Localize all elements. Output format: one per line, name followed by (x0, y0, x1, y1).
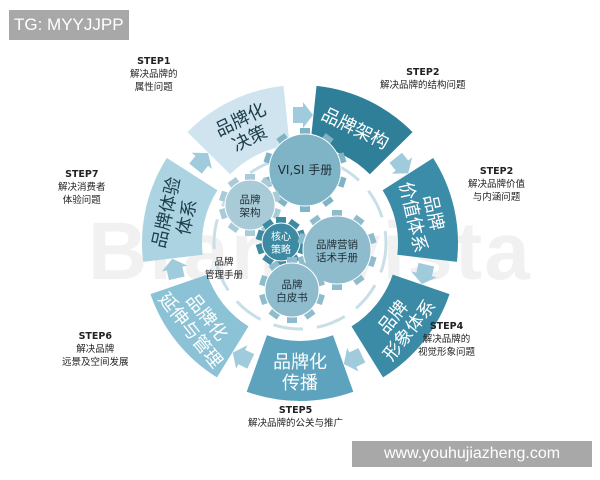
flow-arrow-icon (293, 102, 313, 128)
flow-arrow-icon (189, 152, 212, 174)
gear-label: 品牌 (240, 193, 261, 206)
segment-3 (382, 157, 458, 262)
flow-arrow-icon (343, 347, 366, 372)
gear-body (264, 262, 320, 318)
gear-label: 话术手册 (316, 251, 358, 264)
flow-arrow-icon (411, 262, 437, 285)
segment-title: 品牌化 (273, 352, 327, 373)
arrow-shape (161, 258, 188, 281)
gear-body (302, 215, 372, 285)
flow-arrow-icon (232, 345, 255, 369)
gear-1-icon: VI,SI 手册 (263, 128, 347, 212)
tg-badge: TG: MYYJJPP (9, 10, 129, 40)
segment-2 (310, 85, 413, 175)
url-badge: www.youhujiazheng.com (352, 441, 592, 467)
gear-tooth (276, 257, 286, 267)
gear-label: 核心 (271, 230, 291, 243)
gear-tooth (276, 217, 286, 227)
segment-subtitle: 传播 (282, 373, 318, 394)
flow-arrow-icon (389, 152, 413, 174)
gear-body (268, 133, 342, 207)
arrow-shape (232, 345, 255, 369)
gear-label: 架构 (240, 206, 261, 219)
gear-label: 品牌 (282, 278, 303, 291)
flow-arrow-icon (161, 258, 188, 281)
gear-tooth (245, 226, 255, 236)
gear-tooth (332, 280, 342, 290)
segment-5 (246, 335, 354, 401)
arrow-shape (411, 262, 437, 285)
arrow-shape (389, 152, 413, 174)
gear-tooth (300, 202, 310, 212)
brand-manual-label: 品牌管理手册 (205, 257, 244, 281)
gear-label: 品牌营销 (316, 238, 358, 251)
arrow-shape (293, 102, 313, 128)
gear-label: VI,SI 手册 (278, 163, 333, 177)
gear-label: 白皮书 (276, 291, 308, 304)
segment-6 (150, 274, 249, 378)
arrow-shape (189, 152, 212, 174)
gear-tooth (245, 174, 255, 184)
segment-4 (351, 274, 450, 378)
segment-7 (142, 157, 218, 262)
gear-tooth (287, 257, 297, 267)
gear-label: 策略 (271, 243, 291, 256)
arrow-shape (343, 347, 366, 372)
gear-tooth (332, 210, 342, 220)
gear-tooth (300, 128, 310, 138)
segment-1 (187, 85, 290, 175)
gear-body (224, 179, 276, 231)
gear-tooth (287, 313, 297, 323)
